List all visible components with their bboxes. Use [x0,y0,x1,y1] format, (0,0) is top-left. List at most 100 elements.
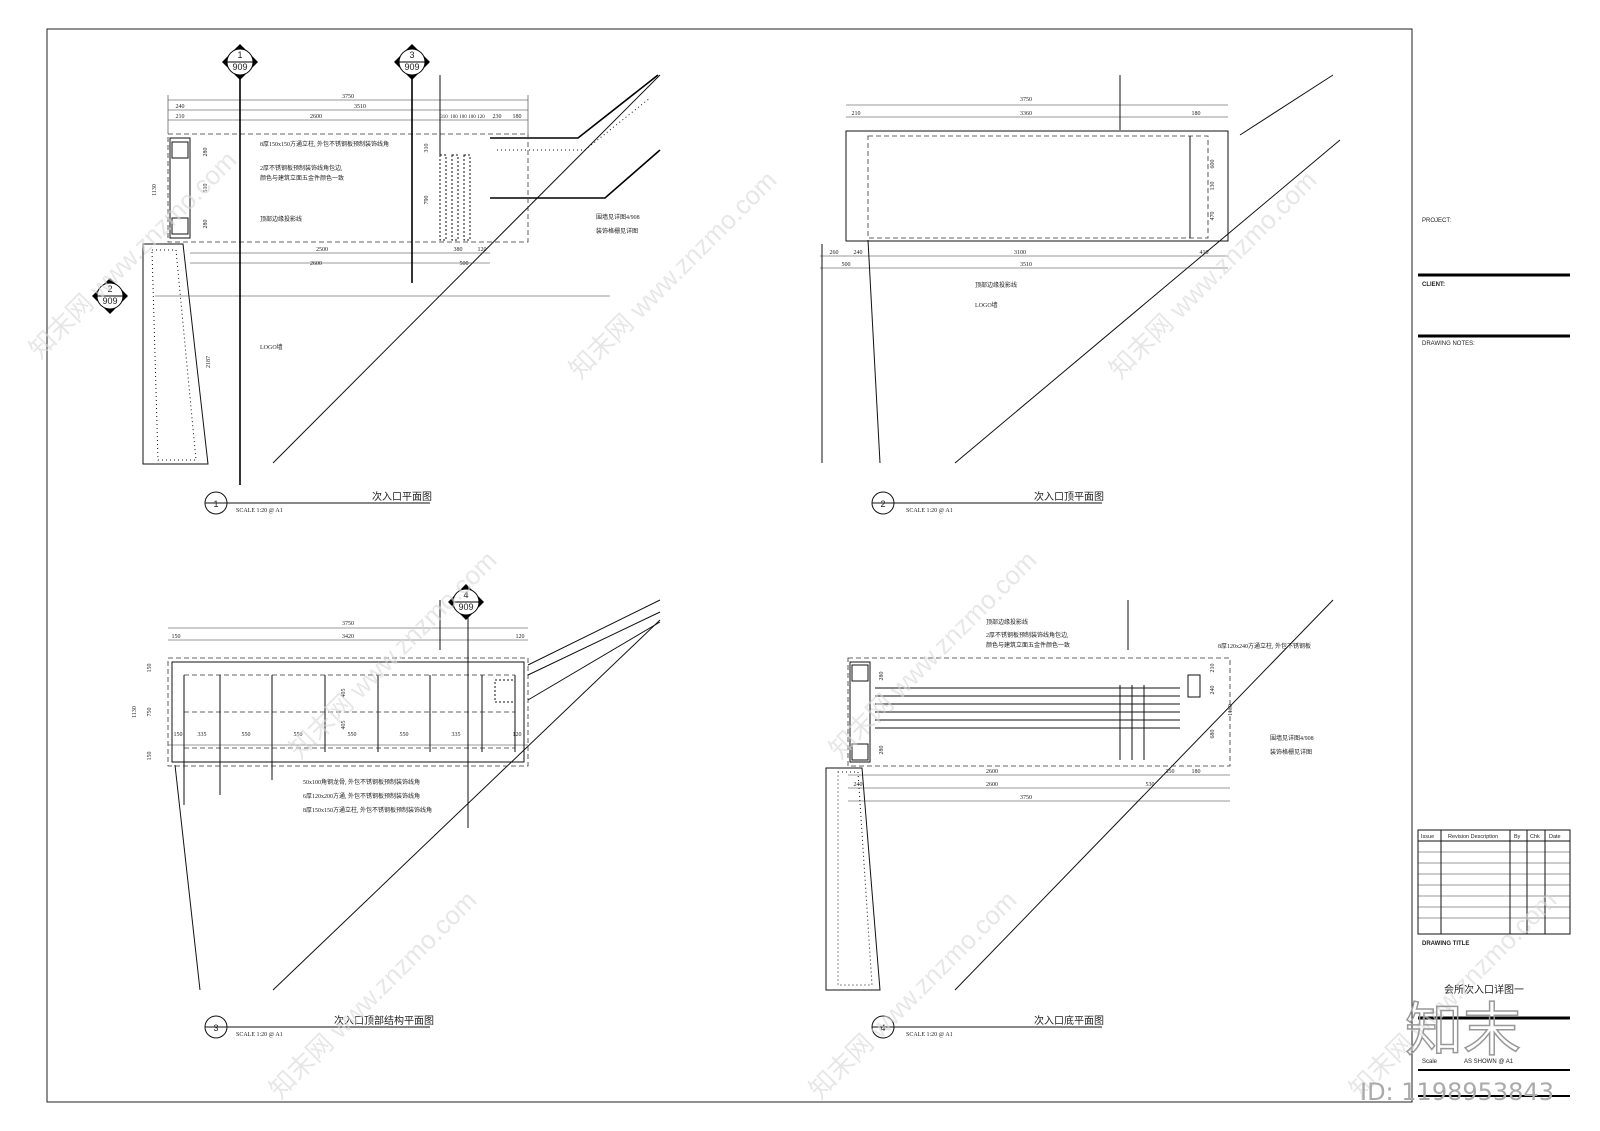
scale-label: Scale [1422,1059,1438,1065]
p1-dim: 3750 [342,94,354,100]
p3-dim: 405 [341,721,347,730]
drawing-title-label: DRAWING TITLE [1422,941,1469,947]
marker-2-num: 2 [107,284,112,294]
p3-dim: 550 [242,732,251,738]
p3-note: 6厚120x200方通, 外包不锈钢板预制装饰线角 [303,792,420,800]
p1-dim: 180 [513,114,522,120]
marker-4-sheet: 909 [458,602,473,612]
p1-dim: 2600 [310,261,322,267]
p3-dim: 335 [452,732,461,738]
drawing-4-num: 4 [880,1023,885,1033]
plan-1 [142,65,661,485]
p3-dim: 150 [172,634,181,640]
drawing-1-num: 1 [213,499,218,509]
grille [439,154,471,241]
p4-dim: 240 [854,782,863,788]
p1-note: 2厚不锈钢板预制装饰线角包边, [260,164,343,172]
p2-dim: 3360 [1020,111,1032,117]
p1-dim: 1130 [152,184,158,196]
p3-dim: 150 [147,664,153,673]
marker-3-sheet: 909 [404,62,419,72]
p3-dim: 120 [513,732,522,738]
p4-dim: 350 [1166,769,1175,775]
p3-dim: 550 [400,732,409,738]
drawing-2-title: 次入口顶平面图 [1034,490,1104,503]
rev-col-chk: Chk [1530,834,1540,840]
plan-3 [167,599,661,991]
p4-dim: 3750 [1020,795,1032,801]
p1-dim: 2600 [310,114,322,120]
plan-4 [825,599,1334,991]
p2-dim: 410 [1200,250,1209,256]
p1-dim: 280 [203,148,209,157]
watermark-text: 知末网 www.znzmo.com [263,885,482,1104]
p3-dim: 150 [147,752,153,761]
p3-dim: 150 [174,732,183,738]
p3-dim: 405 [341,689,347,698]
p2-dim: 500 [842,262,851,268]
client-label: CLIENT: [1422,282,1445,288]
marker-4-num: 4 [463,590,468,600]
p2-note: 顶部边缘投影线 [975,281,1017,289]
p1-dim: 100 [468,115,476,120]
notes-label: DRAWING NOTES: [1422,341,1475,347]
p4-note: 2厚不锈钢板预制装饰线角包边, [986,631,1069,639]
project-label: PROJECT: [1422,218,1451,224]
p2-note: LOGO墙 [975,301,998,309]
watermark-text: 知末网 www.znzmo.com [563,165,782,384]
p4-note: 8厚120x240方通立柱, 外包不锈钢板 [1218,642,1311,650]
watermark-text: 知末网 www.znzmo.com [283,545,502,764]
p3-dim: 550 [294,732,303,738]
marker-3-num: 3 [409,50,414,60]
p3-dim: 3420 [342,634,354,640]
p2-dim: 3100 [1014,250,1026,256]
watermark-logo: 知末 [1405,996,1521,1064]
p3-note: 50x100角钢龙骨, 外包不锈钢板预制装饰线角 [303,778,420,786]
p2-dim: 3750 [1020,97,1032,103]
watermark-text: 知末网 www.znzmo.com [23,145,242,364]
drawing-title: 会所次入口详图一 [1444,983,1524,996]
p4-note: 颜色与建筑立面五金件颜色一致 [986,641,1070,649]
drawing-1-title: 次入口平面图 [372,490,432,503]
p4-dim: 1130 [1228,704,1234,716]
p4-dim: 2600 [986,782,998,788]
section-markers [92,44,484,620]
frame-grid [183,674,516,752]
drawing-4-title: 次入口底平面图 [1034,1014,1104,1027]
p1-dim: 2500 [316,247,328,253]
p1-dim: 310 [424,144,430,153]
p2-dim: 130 [1210,182,1216,191]
rev-col-by: By [1514,834,1521,840]
p2-dim: 470 [1210,212,1216,221]
title-block-lines [1417,273,1571,1097]
p4-dim: 530 [1146,782,1155,788]
p1-note: 颜色与建筑立面五金件颜色一致 [260,174,344,182]
p1-note: 装饰格栅见详图 [596,227,638,235]
p1-dim: 380 [454,247,463,253]
p1-note: LOGO墙 [260,343,283,351]
rev-col-issue: Issue [1421,834,1434,840]
p3-dim: 550 [348,732,357,738]
p3-dim: 750 [147,708,153,717]
watermark-text: 知末网 www.znzmo.com [803,885,1022,1104]
p1-note: 8厚150x150方通立柱, 外包不锈钢板预制装饰线角 [260,140,389,148]
p2-dim: 3510 [1020,262,1032,268]
p1-dim: 2187 [206,356,212,368]
marker-2-sheet: 909 [102,296,117,306]
p4-note: 顶部边缘投影线 [986,618,1028,626]
drawing-4-scale: SCALE 1:20 @ A1 [906,1032,953,1038]
p1-dim: 510 [203,184,209,193]
p4-dim: 2600 [986,769,998,775]
p4-note: 装饰格栅见详图 [1270,748,1312,756]
p1-dim: 500 [460,261,469,267]
watermark-text: 知末网 www.znzmo.com [1103,165,1322,384]
watermark-id: ID: 1198953843 [1360,1078,1554,1106]
p4-dim: 680 [1210,730,1216,739]
p3-dim: 1130 [132,706,138,718]
p4-dim: 180 [1192,769,1201,775]
p3-dim: 3750 [342,621,354,627]
drawing-2-num: 2 [880,499,885,509]
p2-dim: 180 [1192,111,1201,117]
